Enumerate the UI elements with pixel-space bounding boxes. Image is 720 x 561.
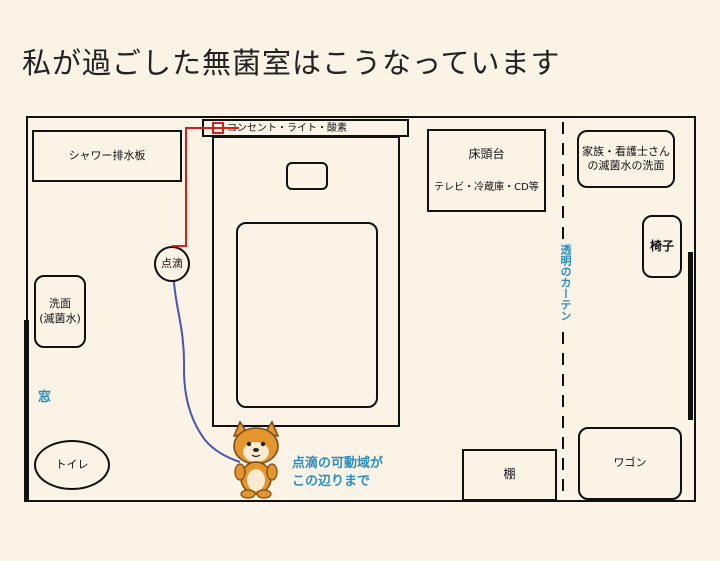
chair-label: 椅子: [649, 238, 674, 253]
chair: 椅子: [642, 215, 682, 278]
outlet-label: コンセント・ライト・酸素: [227, 122, 347, 134]
shelf-label: 棚: [503, 467, 516, 482]
bedside-table: 床頭台 テレビ・冷蔵庫・CD等: [427, 129, 546, 212]
wagon-label: ワゴン: [613, 456, 647, 470]
iv-range-line1: 点滴の可動域が: [292, 456, 384, 471]
washbasin-line1: 洗面: [49, 297, 71, 311]
shower-drain-label: シャワー排水板: [68, 148, 146, 162]
iv-movement-path: [173, 281, 241, 463]
iv-range-label: 点滴の可動域が この辺りまで: [292, 455, 383, 491]
iv-tube-line: [172, 127, 239, 247]
curtain-label: 透明のカーテン: [557, 242, 573, 323]
visitor-washbasin: 家族・看護士さん の滅菌水の洗面: [577, 130, 675, 188]
washbasin-line2: (滅菌水): [39, 311, 81, 325]
toilet: トイレ: [34, 440, 110, 490]
page-title: 私が過ごした無菌室はこうなっています: [22, 46, 561, 80]
shelf: 棚: [462, 449, 557, 501]
washbasin: 洗面 (滅菌水): [34, 275, 86, 348]
iv-label: 点滴: [161, 256, 183, 270]
room-outline: [26, 116, 696, 502]
iv-stand: 点滴: [154, 246, 190, 282]
bedside-table-items: テレビ・冷蔵庫・CD等: [434, 182, 539, 194]
window-bar: [24, 320, 29, 502]
mattress: [236, 222, 378, 408]
pillow: [286, 162, 328, 190]
window-label: 窓: [38, 390, 52, 405]
shower-drain: シャワー排水板: [32, 130, 182, 182]
shiba-dog-icon: [232, 420, 280, 499]
visitor-washbasin-line2: の滅菌水の洗面: [587, 159, 665, 172]
bedside-table-title: 床頭台: [468, 146, 505, 161]
visitor-washbasin-line1: 家族・看護士さん: [582, 144, 670, 158]
wagon: ワゴン: [578, 427, 682, 500]
right-wall-bar: [688, 252, 693, 420]
iv-range-line2: この辺りまで: [292, 474, 371, 490]
toilet-label: トイレ: [55, 457, 89, 471]
